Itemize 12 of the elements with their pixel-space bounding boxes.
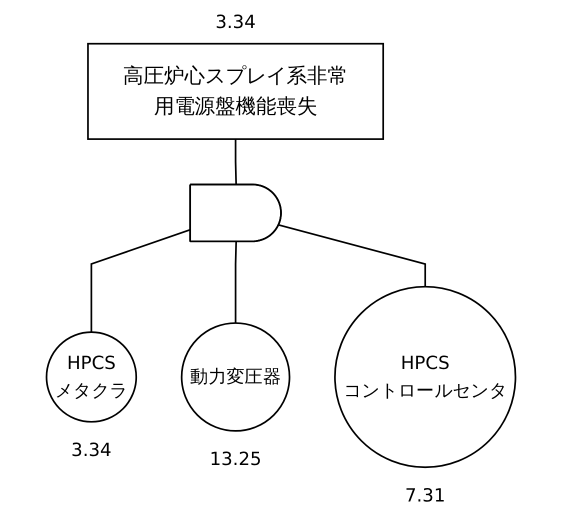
node-circle xyxy=(334,286,516,468)
node-circle xyxy=(180,322,290,432)
connector xyxy=(278,224,426,287)
connector xyxy=(234,242,237,324)
probability-value: 13.25 xyxy=(210,448,262,470)
node-circle xyxy=(46,331,138,423)
probability-value: 3.34 xyxy=(71,440,112,461)
probability-value: 7.31 xyxy=(404,485,446,506)
connector xyxy=(90,228,192,332)
connector xyxy=(234,139,237,186)
node-box xyxy=(87,42,384,140)
probability-value: 3.34 xyxy=(215,12,256,33)
